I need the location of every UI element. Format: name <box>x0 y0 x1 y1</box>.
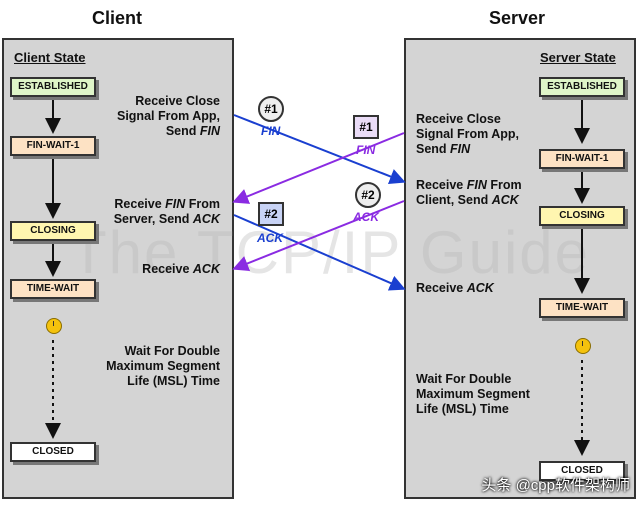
server-ack-badge: #2 <box>355 182 381 208</box>
client-clock-icon <box>46 318 62 334</box>
server-state-closed: CLOSED <box>539 461 625 481</box>
client-label-receive-ack: Receive ACK <box>142 262 220 276</box>
server-ack-label: ACK <box>353 210 379 224</box>
server-state-title: Server State <box>540 50 616 65</box>
server-ack-line <box>232 200 405 271</box>
server-label-wait-msl: Wait For Double Maximum Segment Life (MS… <box>416 372 530 416</box>
server-panel <box>404 38 636 499</box>
server-state-closing: CLOSING <box>539 206 625 226</box>
client-ack-label: ACK <box>257 231 283 245</box>
client-label-receive-close: Receive Close Signal From App, Send FIN <box>116 94 220 138</box>
server-label-receive-close: Receive Close Signal From App, Send FIN <box>416 112 520 156</box>
server-state-fin-wait-1: FIN-WAIT-1 <box>539 149 625 169</box>
client-state-title: Client State <box>14 50 86 65</box>
client-state-time-wait: TIME-WAIT <box>10 279 96 299</box>
server-label-receive-fin: Receive FIN From Client, Send ACK <box>416 178 522 207</box>
server-label-receive-ack: Receive ACK <box>416 281 494 295</box>
server-state-time-wait: TIME-WAIT <box>539 298 625 318</box>
client-fin-line <box>233 114 406 185</box>
client-header: Client <box>92 8 143 28</box>
server-clock-icon <box>575 338 591 354</box>
client-state-established: ESTABLISHED <box>10 77 96 97</box>
footer-watermark: 头条 @cpp软件架构师 <box>481 477 630 494</box>
client-ack-line <box>233 214 406 291</box>
client-label-wait-msl: Wait For Double Maximum Segment Life (MS… <box>106 344 220 388</box>
server-state-established: ESTABLISHED <box>539 77 625 97</box>
client-state-closing: CLOSING <box>10 221 96 241</box>
client-panel <box>2 38 234 499</box>
client-state-closed: CLOSED <box>10 442 96 462</box>
client-fin-badge: #1 <box>258 96 284 122</box>
client-label-receive-fin: Receive FIN From Server, Send ACK <box>113 197 220 226</box>
client-state-fin-wait-1: FIN-WAIT-1 <box>10 136 96 156</box>
client-ack-badge: #2 <box>258 202 284 226</box>
server-header: Server <box>489 8 546 28</box>
server-fin-label: FIN <box>356 143 376 157</box>
client-fin-label: FIN <box>261 124 281 138</box>
server-fin-badge: #1 <box>353 115 379 139</box>
server-fin-line <box>232 132 405 204</box>
